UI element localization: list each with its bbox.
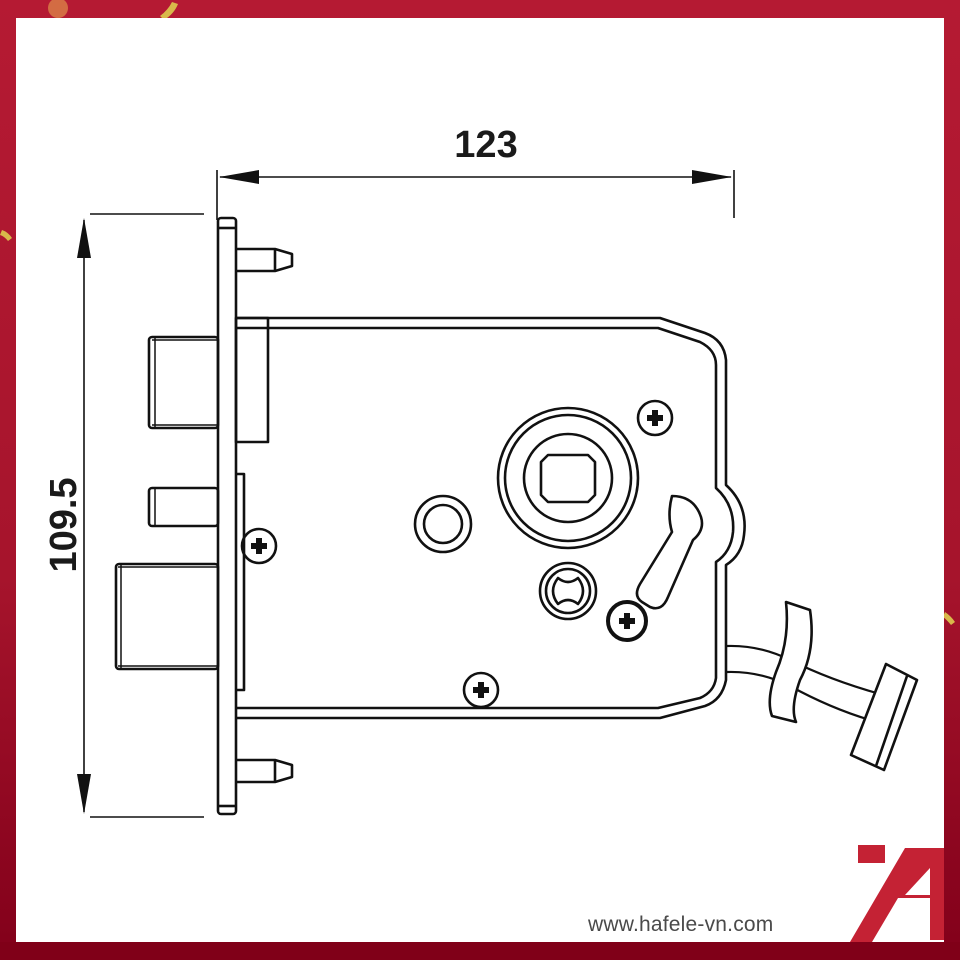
- height-dimension: [77, 213, 204, 818]
- width-dimension-label: 123: [454, 124, 517, 166]
- drawing-canvas: [16, 18, 944, 942]
- ring-hole: [413, 494, 473, 554]
- small-hub: [538, 561, 598, 621]
- screw-icon: [606, 600, 648, 642]
- faceplate: [216, 216, 238, 816]
- cylinder-slot: [635, 494, 704, 610]
- screw-icon: [462, 671, 500, 709]
- lock-case: [234, 316, 746, 720]
- mounting-pins: [237, 247, 294, 784]
- hafele-logo: [850, 845, 944, 942]
- website-url[interactable]: www.hafele-vn.com: [588, 913, 774, 936]
- latch-bolt: [147, 335, 220, 430]
- screw-icon: [240, 527, 278, 565]
- spindle-hub: [496, 406, 640, 550]
- bottom-border: [0, 942, 960, 960]
- wire-cable: [726, 600, 881, 724]
- height-dimension-label: 109.5: [43, 477, 85, 572]
- wire-connector: [849, 662, 919, 772]
- dead-bolt: [114, 562, 220, 671]
- width-dimension: [216, 170, 735, 220]
- screw-icon: [636, 399, 674, 437]
- auxiliary-bolt: [147, 486, 220, 528]
